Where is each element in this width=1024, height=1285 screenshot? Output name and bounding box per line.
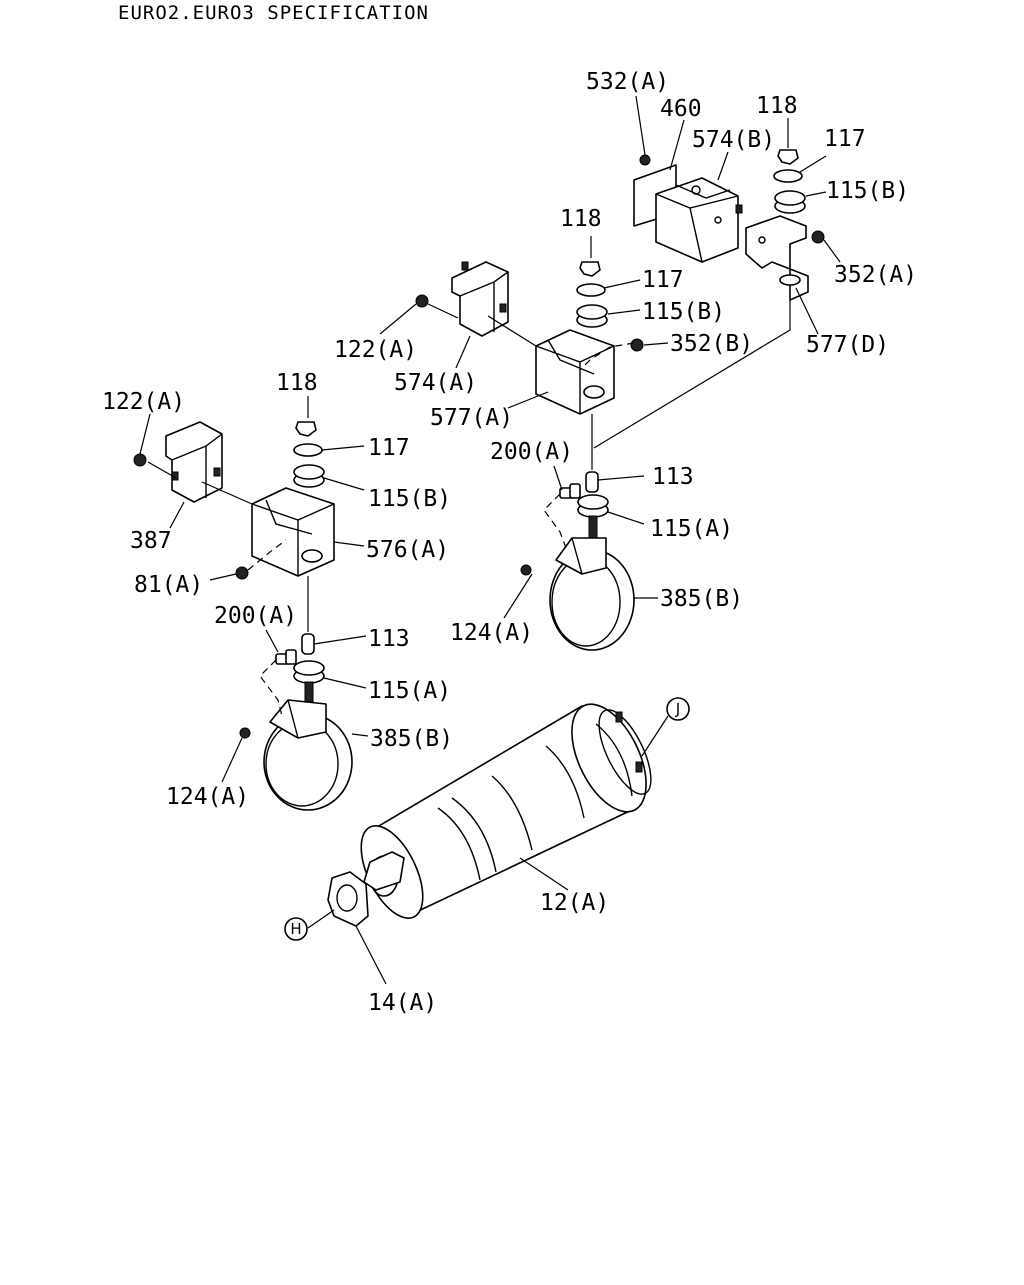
nut-124A-a [520, 564, 532, 576]
label-118-a: 118 [756, 93, 798, 119]
nut-118-a [777, 149, 799, 165]
svg-text:H: H [290, 920, 301, 938]
band-385B-b [263, 699, 353, 811]
bracket-574B [655, 177, 743, 263]
bolt-200A-b [275, 649, 297, 665]
bracket-387 [165, 421, 223, 503]
pin-113-a [585, 471, 599, 493]
label-352B: 352(B) [670, 331, 753, 357]
cushion-115B-a [774, 190, 806, 214]
label-352A: 352(A) [834, 262, 917, 288]
label-574B: 574(B) [692, 127, 775, 153]
bracket-574A [451, 261, 509, 337]
label-113-b: 113 [368, 626, 410, 652]
callout-labels: 532(A) 460 574(B) 118 117 115(B) 352(A) … [102, 69, 917, 1016]
label-385B-a: 385(B) [660, 586, 743, 612]
ref-circle-j: J [666, 697, 690, 721]
label-576A: 576(A) [366, 537, 449, 563]
pin-113-b [301, 633, 315, 655]
leader-lines [139, 95, 841, 985]
label-122A-b: 122(A) [102, 389, 185, 415]
svg-text:J: J [675, 700, 680, 718]
page-title: EURO2.EURO3 SPECIFICATION [118, 2, 429, 24]
ref-circle-h: H [284, 917, 308, 941]
label-115A-b: 115(A) [368, 678, 451, 704]
label-460: 460 [660, 96, 702, 122]
label-574A: 574(A) [394, 370, 477, 396]
bracket-576A [251, 487, 335, 577]
cushion-115B-c [293, 464, 325, 488]
cushion-115B-b [576, 304, 608, 328]
label-117-c: 117 [368, 435, 410, 461]
nut-532A [639, 154, 651, 166]
label-385B-b: 385(B) [370, 726, 453, 752]
label-200A-a: 200(A) [490, 439, 573, 465]
label-532A: 532(A) [586, 69, 669, 95]
label-115B-c: 115(B) [368, 486, 451, 512]
label-117-a: 117 [824, 126, 866, 152]
label-200A-b: 200(A) [214, 603, 297, 629]
nut-118-c [295, 421, 317, 437]
nut-122A-b [133, 453, 147, 467]
cushion-115A-b [293, 660, 325, 705]
gasket-14A [327, 871, 369, 927]
nut-118-b [579, 261, 601, 277]
label-115B-a: 115(B) [826, 178, 909, 204]
label-115A-a: 115(A) [650, 516, 733, 542]
bolt-200A-a [559, 483, 581, 499]
label-14A: 14(A) [368, 990, 437, 1016]
band-385B-a [549, 537, 635, 651]
label-81A: 81(A) [134, 572, 203, 598]
label-124A-a: 124(A) [450, 620, 533, 646]
label-124A-b: 124(A) [166, 784, 249, 810]
washer-117-a [773, 169, 803, 183]
nut-352B [630, 338, 644, 352]
nut-124A-b [239, 727, 251, 739]
cushion-115A-a [577, 494, 609, 539]
muffler-12A [360, 703, 652, 919]
washer-117-c [293, 443, 323, 457]
nut-122A-a [415, 294, 429, 308]
label-117-b: 117 [642, 267, 684, 293]
label-387: 387 [130, 528, 172, 554]
label-12A: 12(A) [540, 890, 609, 916]
label-577A: 577(A) [430, 405, 513, 431]
label-577D: 577(D) [806, 332, 889, 358]
label-113-a: 113 [652, 464, 694, 490]
nut-352A [811, 230, 825, 244]
bracket-577A [535, 329, 615, 415]
label-118-c: 118 [276, 370, 318, 396]
nut-81A [235, 566, 249, 580]
label-118-b: 118 [560, 206, 602, 232]
label-122A-a: 122(A) [334, 337, 417, 363]
bracket-577D [745, 215, 809, 301]
washer-117-b [576, 283, 606, 297]
label-115B-b: 115(B) [642, 299, 725, 325]
